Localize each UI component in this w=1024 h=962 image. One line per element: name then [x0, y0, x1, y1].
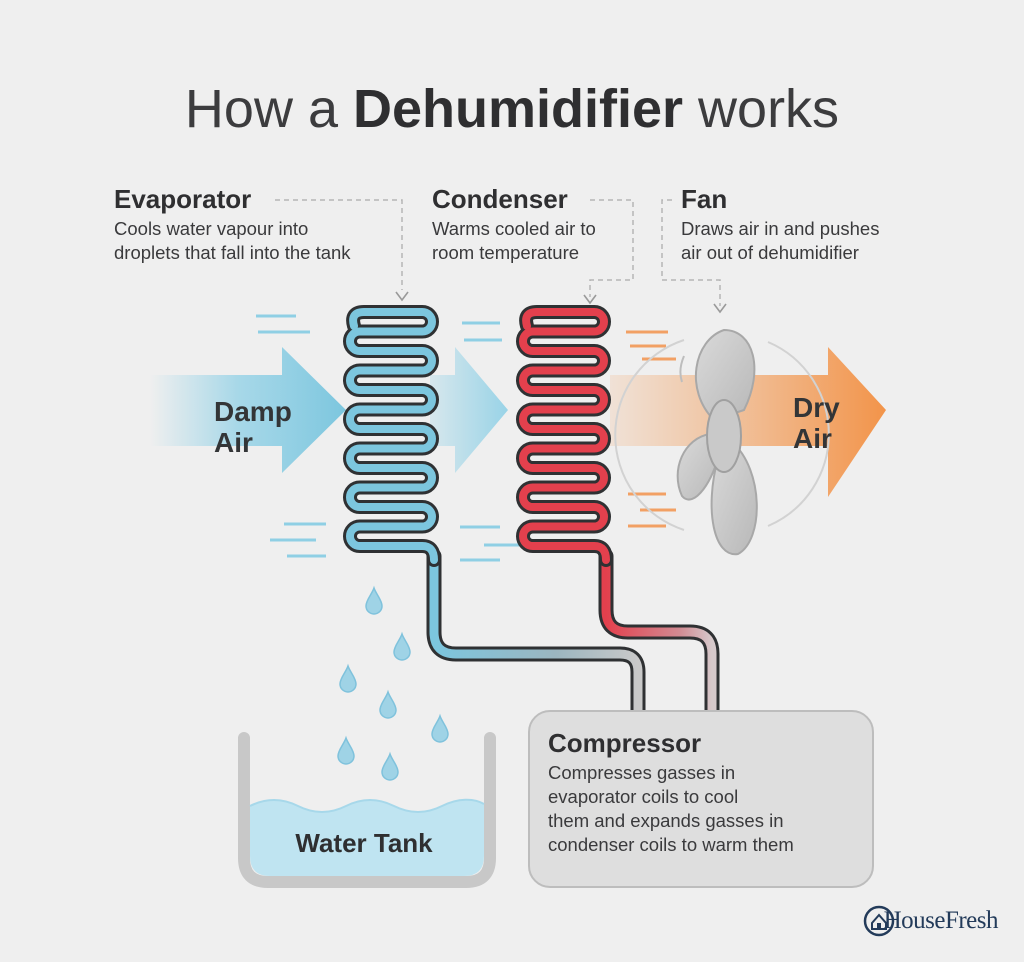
compressor-description: Compresses gasses in evaporator coils to… [548, 761, 854, 857]
fan-desc-line: air out of dehumidifier [681, 242, 859, 263]
mid-air-arrow [430, 347, 508, 473]
brand-name: HouseFresh [883, 907, 999, 934]
title-suffix: works [683, 79, 840, 139]
condenser-coil [516, 305, 613, 567]
fan-desc-line: Draws air in and pushes [681, 218, 880, 239]
evaporator-pipe [426, 548, 646, 720]
water-droplet [393, 631, 411, 661]
title-prefix: How a [184, 79, 353, 139]
compressor-desc-line: them and expands gasses in [548, 810, 784, 831]
water-droplet [431, 713, 449, 743]
fan-description: Draws air in and pushes air out of dehum… [681, 217, 879, 265]
compressor-desc-line: Compresses gasses in [548, 762, 736, 783]
condenser-pipe [598, 548, 720, 720]
condenser-desc-line: room temperature [432, 242, 580, 263]
evaporator-desc-line: droplets that fall into the tank [114, 242, 351, 263]
compressor-heading: Compressor [548, 728, 702, 758]
dry-air-line: Dry [793, 392, 840, 423]
compressor-desc-line: condenser coils to warm them [548, 834, 794, 855]
compressor-box: Compressor Compresses gasses in evaporat… [528, 710, 874, 888]
warm-air-lines [626, 330, 676, 528]
brand-logo-space [846, 905, 878, 937]
house-logo-icon [863, 905, 895, 937]
water-tank [238, 732, 496, 888]
condenser-desc-line: Warms cooled air to [432, 218, 596, 239]
evaporator-description: Cools water vapour into droplets that fa… [114, 217, 351, 265]
fan-heading: Fan [681, 184, 728, 214]
water-droplet [339, 663, 357, 693]
evaporator-desc-line: Cools water vapour into [114, 218, 309, 239]
water-droplet [337, 735, 355, 765]
leader-arrowheads [395, 291, 727, 314]
damp-air-line: Damp [214, 396, 292, 427]
damp-air-arrow [150, 347, 346, 473]
page-title: How a Dehumidifier works [0, 78, 1024, 140]
title-emphasis: Dehumidifier [353, 79, 684, 139]
brand-logo: HouseFresh [846, 905, 999, 937]
condenser-heading: Condenser [432, 184, 568, 214]
water-tank-label: Water Tank [295, 828, 433, 858]
evap-coil-fill [346, 308, 438, 564]
water-droplet [365, 585, 383, 615]
fan-icon [614, 328, 830, 556]
evaporator-heading: Evaporator [114, 184, 252, 214]
leader-lines [275, 199, 721, 306]
condenser-label: Condenser Warms cooled air to room tempe… [432, 184, 596, 265]
water-droplet [379, 689, 397, 719]
dry-air-label: Dry Air [793, 392, 840, 454]
dry-air-arrow [610, 347, 886, 497]
water-droplets [337, 585, 449, 781]
condenser-description: Warms cooled air to room temperature [432, 217, 596, 265]
dry-air-line: Air [793, 423, 832, 454]
evaporator-label: Evaporator Cools water vapour into dropl… [114, 184, 351, 265]
damp-air-label: Damp Air [214, 396, 292, 458]
evaporator-coil [343, 305, 441, 567]
cold-air-lines [256, 314, 520, 562]
compressor-desc-line: evaporator coils to cool [548, 786, 739, 807]
cond-coil-fill [519, 308, 610, 564]
water-droplet [381, 751, 399, 781]
fan-label: Fan Draws air in and pushes air out of d… [681, 184, 879, 265]
damp-air-line: Air [214, 427, 253, 458]
